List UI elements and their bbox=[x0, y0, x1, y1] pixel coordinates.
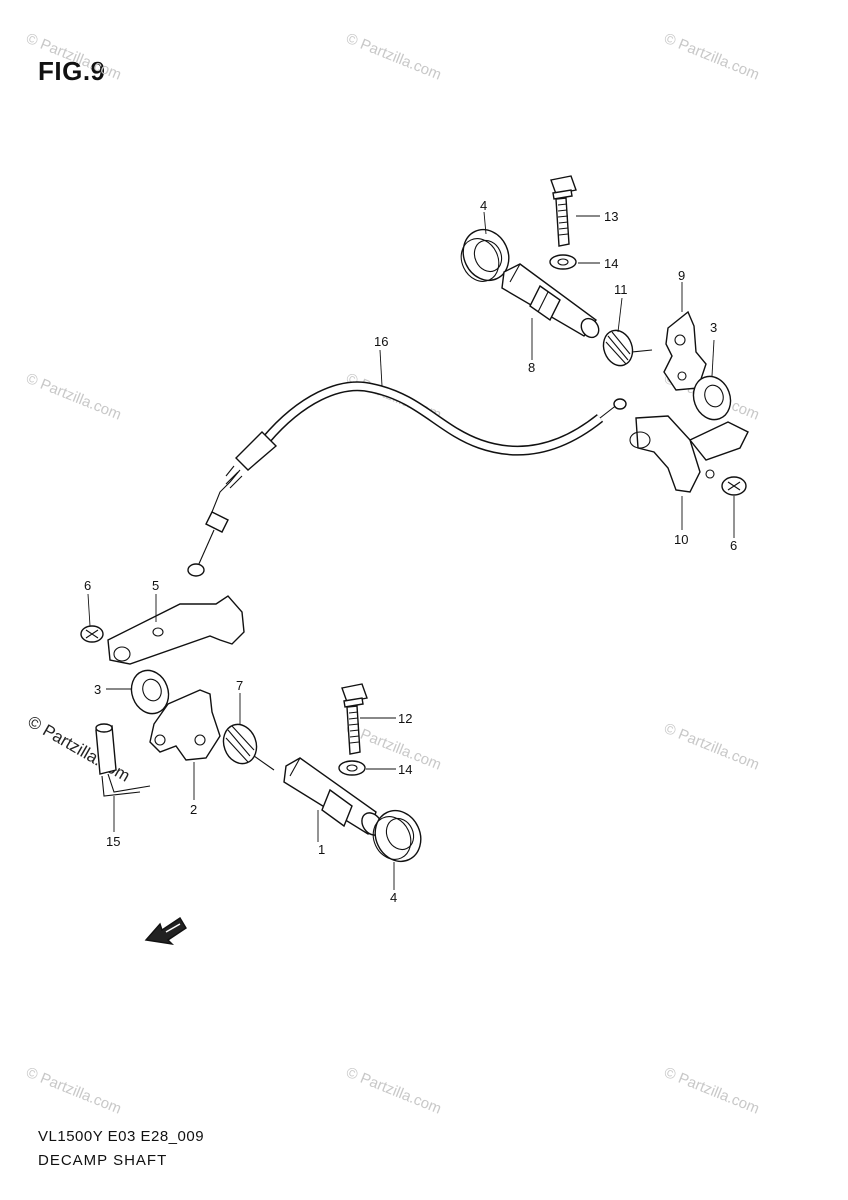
lever-arm-lower bbox=[107, 595, 245, 665]
front-arrow-icon bbox=[144, 917, 187, 946]
bolt-upper bbox=[550, 175, 577, 247]
oil-seal-lower bbox=[372, 809, 422, 863]
callout-14: 14 bbox=[604, 256, 618, 271]
callout-3: 3 bbox=[94, 682, 101, 697]
figure-title: FIG.9 bbox=[38, 56, 106, 86]
washer-upper bbox=[549, 254, 577, 270]
callout-2: 2 bbox=[190, 802, 197, 817]
callout-8: 8 bbox=[528, 360, 535, 375]
callout-12: 12 bbox=[398, 711, 412, 726]
callout-1: 1 bbox=[318, 842, 325, 857]
callout-7: 7 bbox=[236, 678, 243, 693]
bolt-lower bbox=[341, 683, 368, 755]
model-code: VL1500Y E03 E28_009 bbox=[38, 1128, 205, 1145]
callout-13: 13 bbox=[604, 209, 618, 224]
lever-arm-upper bbox=[629, 415, 749, 493]
callout-5: 5 bbox=[152, 578, 159, 593]
callout-4: 4 bbox=[390, 890, 397, 905]
lever-lower bbox=[149, 689, 221, 761]
screw-lower bbox=[80, 625, 104, 643]
callout-16: 16 bbox=[374, 334, 388, 349]
callout-14: 14 bbox=[398, 762, 412, 777]
pin bbox=[95, 723, 151, 797]
spring-upper bbox=[602, 329, 653, 367]
callout-11: 11 bbox=[614, 282, 628, 297]
decamp-shaft-upper bbox=[501, 263, 600, 339]
bushing-lower bbox=[130, 669, 170, 715]
callout-6: 6 bbox=[730, 538, 737, 553]
callout-9: 9 bbox=[678, 268, 685, 283]
washer-lower bbox=[338, 760, 366, 776]
callout-6: 6 bbox=[84, 578, 91, 593]
callout-10: 10 bbox=[674, 532, 688, 547]
callout-4: 4 bbox=[480, 198, 487, 213]
decamp-shaft-lower bbox=[283, 757, 383, 836]
callout-3: 3 bbox=[710, 320, 717, 335]
spring-lower bbox=[222, 723, 275, 771]
screw-upper bbox=[721, 476, 747, 496]
figure-name: DECAMP SHAFT bbox=[38, 1152, 168, 1169]
oil-seal-upper bbox=[460, 228, 510, 282]
callout-15: 15 bbox=[106, 834, 120, 849]
bushing-upper bbox=[692, 375, 732, 421]
decamp-cable bbox=[187, 381, 627, 577]
lever-upper bbox=[663, 310, 707, 391]
